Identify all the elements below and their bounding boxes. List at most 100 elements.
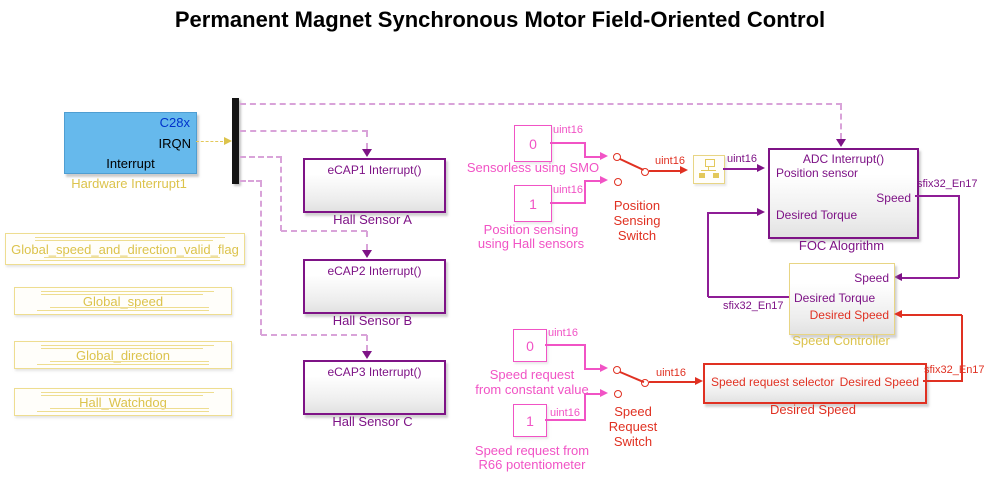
constant-value: 0 xyxy=(526,337,534,354)
data-store-rule xyxy=(34,237,225,238)
wire-arrow xyxy=(695,377,703,385)
switch-terminal[interactable] xyxy=(613,153,621,161)
trigger-wire-ecap2-run xyxy=(281,230,367,232)
wire xyxy=(708,296,789,298)
switch-lever[interactable] xyxy=(619,371,645,384)
hall-sensor-a-block[interactable]: eCAP1 Interrupt() xyxy=(303,158,446,213)
hall-sensor-b-block[interactable]: eCAP2 Interrupt() xyxy=(303,259,446,314)
trigger-arrow-ecap3 xyxy=(362,351,372,359)
dtype-label: uint16 xyxy=(553,184,583,196)
foc-algorithm-block[interactable]: ADC Interrupt() Position sensor Desired … xyxy=(768,148,919,239)
switch-terminal[interactable] xyxy=(641,379,649,387)
dtype-label: sfix32_En17 xyxy=(723,300,784,312)
trigger-wire-ecap3 xyxy=(240,180,262,182)
wire xyxy=(723,168,757,170)
data-store-rule xyxy=(40,291,214,292)
irqn-port-label: IRQN xyxy=(158,136,192,151)
wire xyxy=(708,212,757,214)
speed-request-selector-port-label: Speed request selector xyxy=(711,375,835,389)
data-store-name: Global_speed xyxy=(82,293,164,309)
hall-sensor-c-block[interactable]: eCAP3 Interrupt() xyxy=(303,360,446,415)
data-store-rule xyxy=(40,294,203,295)
foc-algorithm-name: FOC Alogrithm xyxy=(798,238,885,253)
desired-torque-out-port-label: Desired Torque xyxy=(794,291,876,305)
wire xyxy=(902,314,962,316)
conversion-icon xyxy=(699,173,705,178)
hardware-interrupt-block[interactable]: C28x IRQN Interrupt xyxy=(64,112,197,174)
data-store-rule xyxy=(36,310,210,311)
ecap1-trigger-port-label: eCAP1 Interrupt() xyxy=(327,163,422,177)
irqn-wire xyxy=(196,141,223,142)
dtype-label: uint16 xyxy=(548,327,578,339)
trigger-wire-ecap2-drop1 xyxy=(280,157,282,231)
constant-speed-request-pot[interactable]: 1 xyxy=(513,404,547,437)
trigger-wire-ecap2 xyxy=(240,156,282,158)
speed-switch-name-3: Switch xyxy=(613,434,653,449)
annotation-speed-request-pot-1: Speed request from xyxy=(474,443,590,458)
data-store-rule xyxy=(40,395,203,396)
dtype-label: sfix32_En17 xyxy=(917,178,978,190)
wire xyxy=(584,393,600,395)
data-store-global-speed[interactable]: Global_speed xyxy=(14,287,232,315)
switch-lever[interactable] xyxy=(619,158,644,171)
constant-speed-request-constant[interactable]: 0 xyxy=(513,329,547,362)
speed-switch-name-2: Request xyxy=(608,419,658,434)
annotation-speed-request-constant-1: Speed request xyxy=(489,367,575,382)
wire xyxy=(958,195,960,278)
wire-arrow xyxy=(600,152,608,160)
wire-arrow xyxy=(600,364,608,372)
data-store-rule xyxy=(49,361,210,362)
position-sensor-port-label: Position sensor xyxy=(776,166,859,180)
wire-arrow xyxy=(894,310,902,318)
wire xyxy=(584,156,600,158)
hall-sensor-b-name: Hall Sensor B xyxy=(332,313,413,328)
wire xyxy=(584,181,586,204)
wire xyxy=(923,380,963,382)
trigger-arrow-adc xyxy=(836,139,846,147)
wire xyxy=(584,344,586,369)
adc-trigger-port-label: ADC Interrupt() xyxy=(802,152,885,166)
annotation-position-hall-2: using Hall sensors xyxy=(477,236,585,251)
trigger-wire-ecap3-run xyxy=(261,334,367,336)
wire-arrow xyxy=(757,164,765,172)
wire-arrow xyxy=(600,389,608,397)
dtype-label: sfix32_En17 xyxy=(924,364,985,376)
wire xyxy=(545,344,586,346)
constant-value: 1 xyxy=(526,412,534,429)
data-store-rule xyxy=(40,392,214,393)
data-store-rule xyxy=(34,240,214,241)
wire xyxy=(584,394,586,420)
demux-bar[interactable] xyxy=(232,98,239,184)
dtype-label: uint16 xyxy=(727,153,757,165)
signal-conversion-block[interactable] xyxy=(693,155,725,184)
switch-terminal[interactable] xyxy=(641,168,649,176)
wire xyxy=(550,202,586,204)
position-switch-name-3: Switch xyxy=(617,228,657,243)
wire xyxy=(584,142,586,158)
dtype-label: uint16 xyxy=(655,155,685,167)
trigger-wire-ecap3-drop2 xyxy=(366,335,368,351)
speed-port-label: Speed xyxy=(876,191,911,205)
desired-speed-in-port-label: Desired Speed xyxy=(809,308,889,322)
trigger-arrow-ecap1 xyxy=(362,149,372,157)
position-switch-name-1: Position xyxy=(613,198,661,213)
data-store-global-direction[interactable]: Global_direction xyxy=(14,341,232,369)
desired-speed-block[interactable]: Speed request selector Desired Speed xyxy=(703,363,927,404)
data-store-hall-watchdog[interactable]: Hall_Watchdog xyxy=(14,388,232,416)
data-store-rule xyxy=(36,364,210,365)
speed-controller-block[interactable]: Speed Desired Torque Desired Speed xyxy=(789,263,895,335)
wire xyxy=(707,212,709,297)
wire xyxy=(584,368,600,370)
data-store-global-speed-and-direction-valid-flag[interactable]: Global_speed_and_direction_valid_flag xyxy=(5,233,245,265)
switch-terminal[interactable] xyxy=(613,366,621,374)
trigger-wire-ecap3-drop1 xyxy=(260,181,262,335)
switch-terminal[interactable] xyxy=(614,390,622,398)
constant-sensorless-smo[interactable]: 0 xyxy=(514,125,552,162)
wire-arrow xyxy=(894,273,902,281)
conversion-icon xyxy=(705,159,715,167)
trigger-arrow-ecap2 xyxy=(362,250,372,258)
switch-terminal[interactable] xyxy=(614,178,622,186)
irqn-wire-arrow xyxy=(224,137,232,145)
constant-position-hall[interactable]: 1 xyxy=(514,185,552,222)
